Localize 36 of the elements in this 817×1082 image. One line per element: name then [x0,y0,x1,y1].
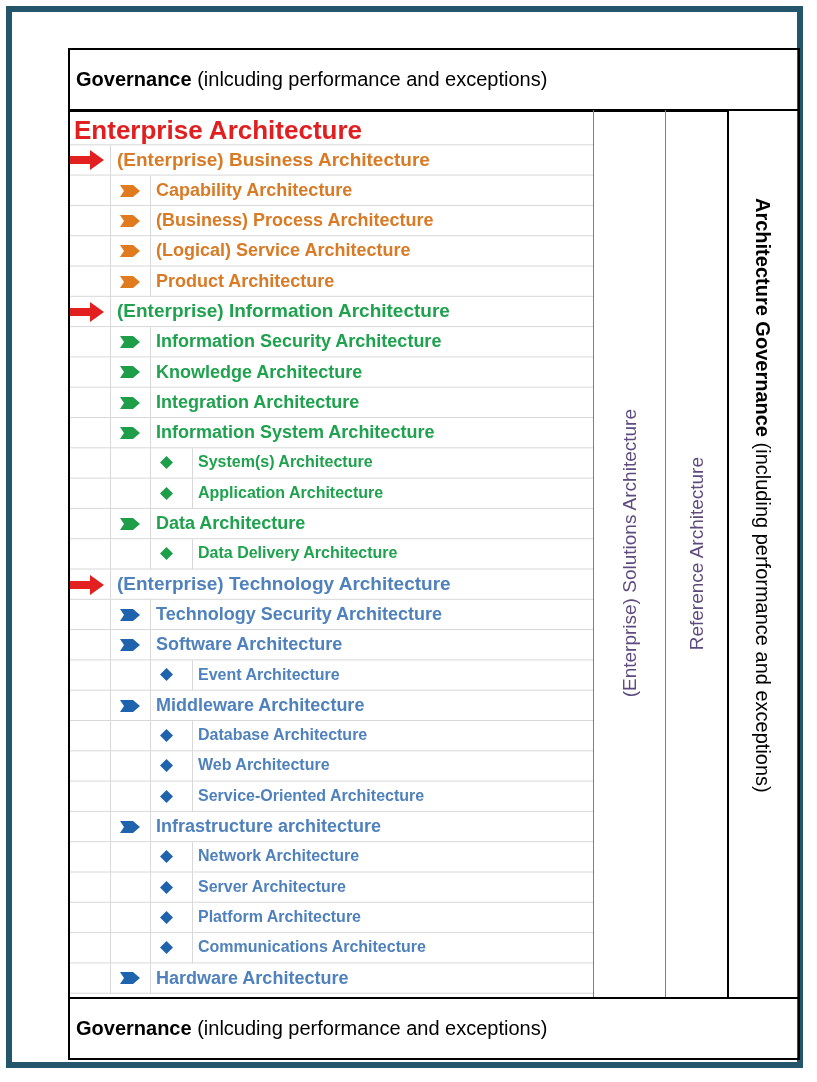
list-item-text: Event Architecture [198,665,340,684]
list-item-text: Middleware Architecture [156,694,365,716]
list-item-text: Capability Architecture [156,179,353,201]
list-item-text: Technology Security Architecture [156,603,443,625]
category-text: (Enterprise) Business Architecture [117,148,430,171]
list-item-text: Data Architecture [156,513,306,535]
list-item-text: Data Delivery Architecture [198,544,398,563]
band-label: Architecture Governance (including performance and exceptions) [751,198,774,793]
list-item-text: Database Architecture [198,726,368,745]
list-item-text: Product Architecture [156,270,335,292]
list-item-text: Service-Oriented Architecture [198,786,425,805]
list-item-text: (Logical) Service Architecture [156,240,411,262]
list-item-text: Network Architecture [198,847,360,866]
category-text: (Enterprise) Technology Architecture [117,573,451,596]
list-item-text: Platform Architecture [198,907,361,926]
category-text: (Enterprise) Information Architecture [117,300,450,323]
list-item-text: System(s) Architecture [198,453,373,472]
governance-band [68,48,800,111]
governance-band [68,997,800,1060]
list-item-text: (Business) Process Architecture [156,210,434,232]
list-item-text: Application Architecture [198,483,384,502]
list-item-text: Software Architecture [156,634,343,656]
list-item-text: Infrastructure architecture [156,816,382,838]
band-label: Reference Architecture [685,456,708,651]
list-item-text: Web Architecture [198,756,330,775]
band-label: (Enterprise) Solutions Architecture [618,409,641,698]
list-item-text: Communications Architecture [198,938,426,957]
band-label: Governance (inlcuding performance and exceptions) [76,1017,548,1040]
heading: Enterprise Architecture [74,115,363,146]
list-item-text: Hardware Architecture [156,967,349,989]
list-item-text: Knowledge Architecture [156,361,363,383]
list-item-text: Server Architecture [198,877,346,896]
list-item-text: Information Security Architecture [156,331,442,353]
list-item-text: Integration Architecture [156,391,360,413]
band-label: Governance (inlcuding performance and exceptions) [76,68,548,91]
list-item-text: Information System Architecture [156,422,435,444]
